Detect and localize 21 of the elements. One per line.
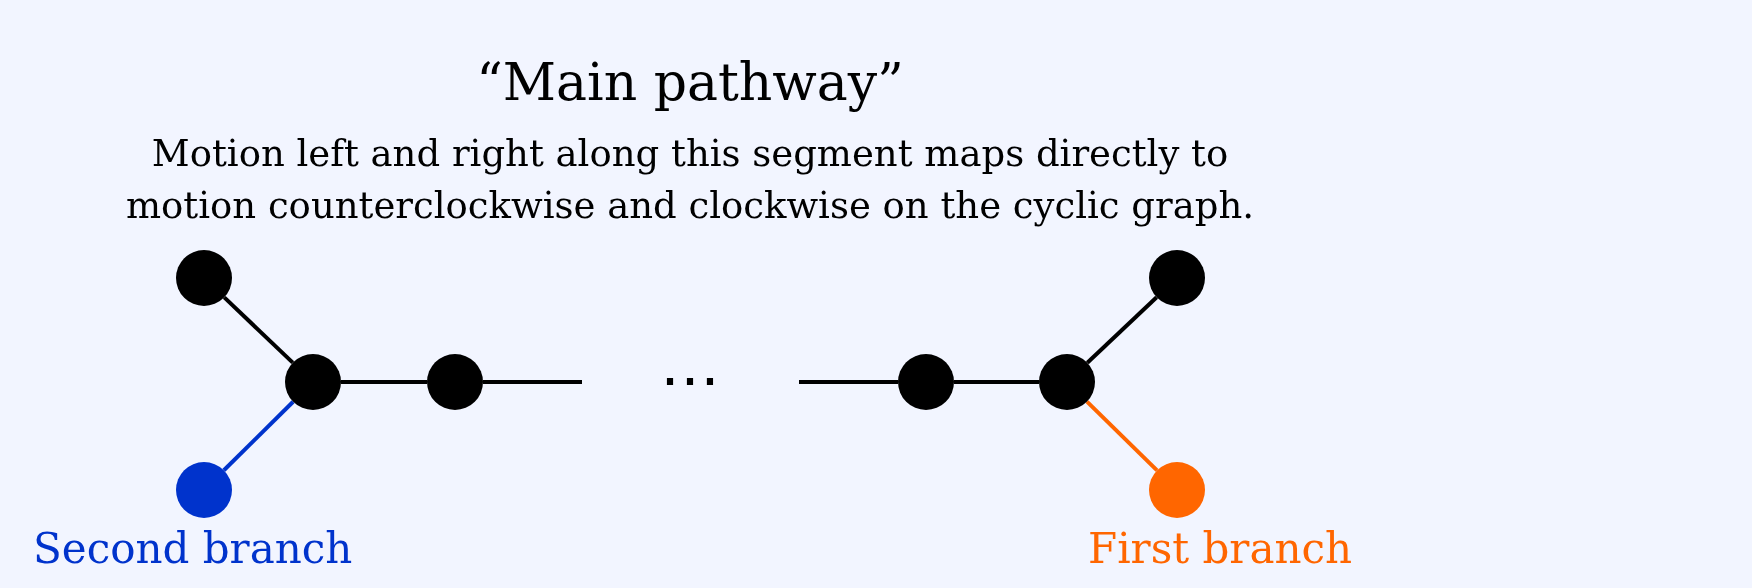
graph-edge bbox=[222, 295, 295, 365]
branch-label: First branch bbox=[1088, 524, 1353, 574]
graph-vertex bbox=[1149, 462, 1205, 518]
graph-vertex bbox=[176, 462, 232, 518]
graph-edge bbox=[483, 380, 582, 384]
ellipsis: ⋯ bbox=[660, 348, 726, 412]
title: “Main pathway” bbox=[475, 51, 905, 114]
description: Motion left and right along this segment maps directly to motion counterclockwise and clockwise on the cyclic graph. bbox=[124, 131, 1256, 229]
graph-vertex bbox=[285, 354, 341, 410]
graph-vertex bbox=[1149, 250, 1205, 306]
graph-edge bbox=[341, 380, 427, 384]
graph-vertex bbox=[1039, 354, 1095, 410]
graph-vertex bbox=[898, 354, 954, 410]
graph-vertex bbox=[427, 354, 483, 410]
graph-edge bbox=[1085, 400, 1159, 472]
branch-label: Second branch bbox=[33, 524, 353, 574]
graph-edge bbox=[799, 380, 898, 384]
graph-edge bbox=[1085, 295, 1159, 365]
graph-edge bbox=[222, 400, 295, 472]
graph-edge bbox=[954, 380, 1039, 384]
graph-vertex bbox=[176, 250, 232, 306]
